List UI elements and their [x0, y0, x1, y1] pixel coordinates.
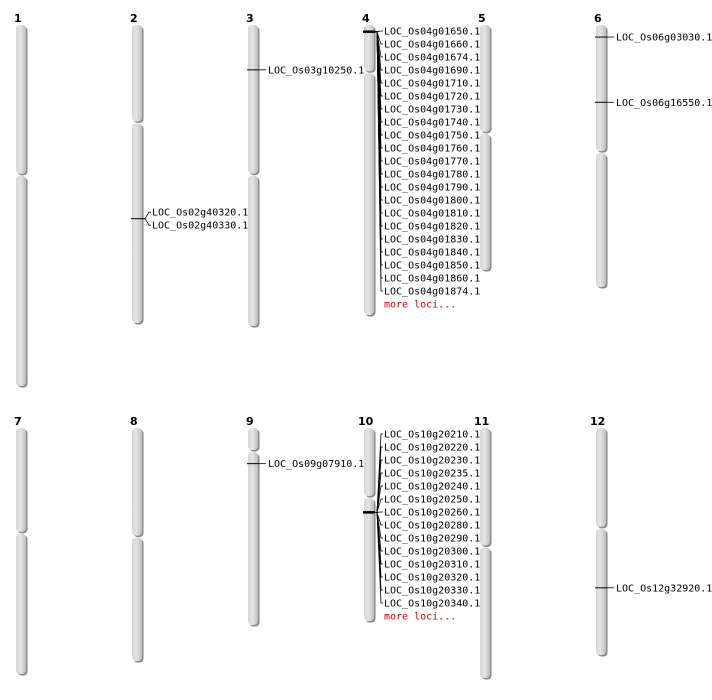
chromosome-1[interactable]: 1 [14, 12, 28, 388]
chromosome-arm[interactable] [248, 428, 258, 451]
locus-leader-line [375, 31, 383, 292]
locus-label[interactable]: LOC_Os04g01790.1 [384, 183, 480, 194]
locus-label[interactable]: LOC_Os10g20230.1 [384, 456, 480, 467]
chromosome-arm[interactable] [364, 25, 374, 72]
locus-label[interactable]: LOC_Os04g01820.1 [384, 222, 480, 233]
chromosome-label-10: 10 [358, 415, 374, 428]
chromosome-label-6: 6 [594, 12, 602, 25]
chromosome-arm[interactable] [596, 25, 606, 152]
chromosome-7[interactable]: 7 [14, 415, 28, 676]
chromosome-arm[interactable] [364, 73, 374, 316]
chromosome-arm[interactable] [16, 25, 26, 174]
locus-label[interactable]: LOC_Os06g03030.1 [616, 33, 712, 44]
chromosome-arm[interactable] [248, 25, 258, 174]
chromosome-label-2: 2 [130, 12, 138, 25]
locus-label[interactable]: LOC_Os04g01740.1 [384, 118, 480, 129]
locus-label[interactable]: LOC_Os10g20310.1 [384, 560, 480, 571]
locus-label[interactable]: LOC_Os10g20210.1 [384, 430, 480, 441]
locus-label[interactable]: LOC_Os04g01660.1 [384, 40, 480, 51]
locus-label[interactable]: LOC_Os04g01840.1 [384, 248, 480, 259]
chromosome-arm[interactable] [480, 428, 490, 546]
chromosome-arm[interactable] [16, 175, 26, 386]
locus-leader-line [375, 511, 383, 604]
locus-label[interactable]: LOC_Os10g20240.1 [384, 482, 480, 493]
chromosome-arm[interactable] [248, 452, 258, 625]
chromosome-4[interactable]: 4LOC_Os04g01650.1LOC_Os04g01660.1LOC_Os0… [362, 12, 480, 317]
locus-label[interactable]: LOC_Os04g01690.1 [384, 66, 480, 77]
chromosome-10[interactable]: 10LOC_Os10g20210.1LOC_Os10g20220.1LOC_Os… [358, 415, 480, 623]
locus-label[interactable]: LOC_Os03g10250.1 [268, 65, 364, 76]
locus-label[interactable]: LOC_Os04g01760.1 [384, 144, 480, 155]
chromosome-arm[interactable] [480, 133, 490, 270]
chromosome-arm[interactable] [480, 547, 490, 679]
chromosome-arm[interactable] [596, 528, 606, 655]
chromosome-label-5: 5 [478, 12, 486, 25]
chromosome-label-11: 11 [474, 415, 489, 428]
more-loci-link[interactable]: more loci... [384, 300, 456, 311]
locus-label[interactable]: LOC_Os04g01810.1 [384, 209, 480, 220]
chromosome-arm[interactable] [132, 25, 142, 122]
locus-label[interactable]: LOC_Os04g01830.1 [384, 235, 480, 246]
locus-label[interactable]: LOC_Os04g01850.1 [384, 261, 480, 272]
locus-label[interactable]: LOC_Os10g20260.1 [384, 508, 480, 519]
locus-label[interactable]: LOC_Os10g20220.1 [384, 443, 480, 454]
chromosome-label-4: 4 [362, 12, 370, 25]
locus-label[interactable]: LOC_Os04g01800.1 [384, 196, 480, 207]
locus-label[interactable]: LOC_Os06g16550.1 [616, 98, 712, 109]
chromosome-11[interactable]: 11 [474, 415, 492, 680]
locus-label[interactable]: LOC_Os10g20320.1 [384, 573, 480, 584]
locus-leader-line [375, 446, 383, 513]
chromosome-arm[interactable] [364, 428, 374, 497]
locus-label[interactable]: LOC_Os04g01780.1 [384, 170, 480, 181]
chromosome-label-12: 12 [590, 415, 605, 428]
chromosome-arm[interactable] [132, 537, 142, 661]
chromosome-arm[interactable] [596, 428, 606, 527]
locus-leader-line [143, 211, 151, 220]
more-loci-link[interactable]: more loci... [384, 612, 456, 623]
locus-leader-line [143, 218, 151, 226]
chromosome-label-7: 7 [14, 415, 22, 428]
locus-label[interactable]: LOC_Os09g07910.1 [268, 459, 364, 470]
chromosome-arm[interactable] [16, 533, 26, 674]
chromosome-label-8: 8 [130, 415, 138, 428]
locus-label[interactable]: LOC_Os02g40320.1 [152, 208, 248, 219]
locus-label[interactable]: LOC_Os04g01874.1 [384, 287, 480, 298]
locus-label[interactable]: LOC_Os04g01860.1 [384, 274, 480, 285]
locus-label[interactable]: LOC_Os10g20280.1 [384, 521, 480, 532]
chromosome-arm[interactable] [132, 123, 142, 323]
locus-label[interactable]: LOC_Os04g01720.1 [384, 92, 480, 103]
locus-label[interactable]: LOC_Os04g01710.1 [384, 79, 480, 90]
chromosome-arm[interactable] [480, 25, 490, 132]
chromosome-8[interactable]: 8 [130, 415, 144, 663]
chromosome-arm[interactable] [132, 428, 142, 536]
locus-label[interactable]: LOC_Os10g20250.1 [384, 495, 480, 506]
locus-label[interactable]: LOC_Os04g01750.1 [384, 131, 480, 142]
locus-label[interactable]: LOC_Os04g01770.1 [384, 157, 480, 168]
locus-label[interactable]: LOC_Os10g20340.1 [384, 599, 480, 610]
locus-label[interactable]: LOC_Os10g20235.1 [384, 469, 480, 480]
chromosome-5[interactable]: 5 [478, 12, 492, 272]
chromosome-arm[interactable] [596, 153, 606, 287]
chromosome-label-1: 1 [14, 12, 22, 25]
locus-label[interactable]: LOC_Os10g20330.1 [384, 586, 480, 597]
chromosome-arm[interactable] [248, 175, 258, 326]
chromosome-label-9: 9 [246, 415, 254, 428]
locus-label[interactable]: LOC_Os10g20290.1 [384, 534, 480, 545]
locus-label[interactable]: LOC_Os04g01650.1 [384, 27, 480, 38]
chromosome-arm[interactable] [364, 498, 374, 621]
locus-label[interactable]: LOC_Os02g40330.1 [152, 221, 248, 232]
chromosome-arm[interactable] [16, 428, 26, 532]
locus-label[interactable]: LOC_Os04g01730.1 [384, 105, 480, 116]
locus-label[interactable]: LOC_Os10g20300.1 [384, 547, 480, 558]
chromosome-label-3: 3 [246, 12, 254, 25]
locus-label[interactable]: LOC_Os04g01674.1 [384, 53, 480, 64]
locus-label[interactable]: LOC_Os12g32920.1 [616, 583, 712, 594]
